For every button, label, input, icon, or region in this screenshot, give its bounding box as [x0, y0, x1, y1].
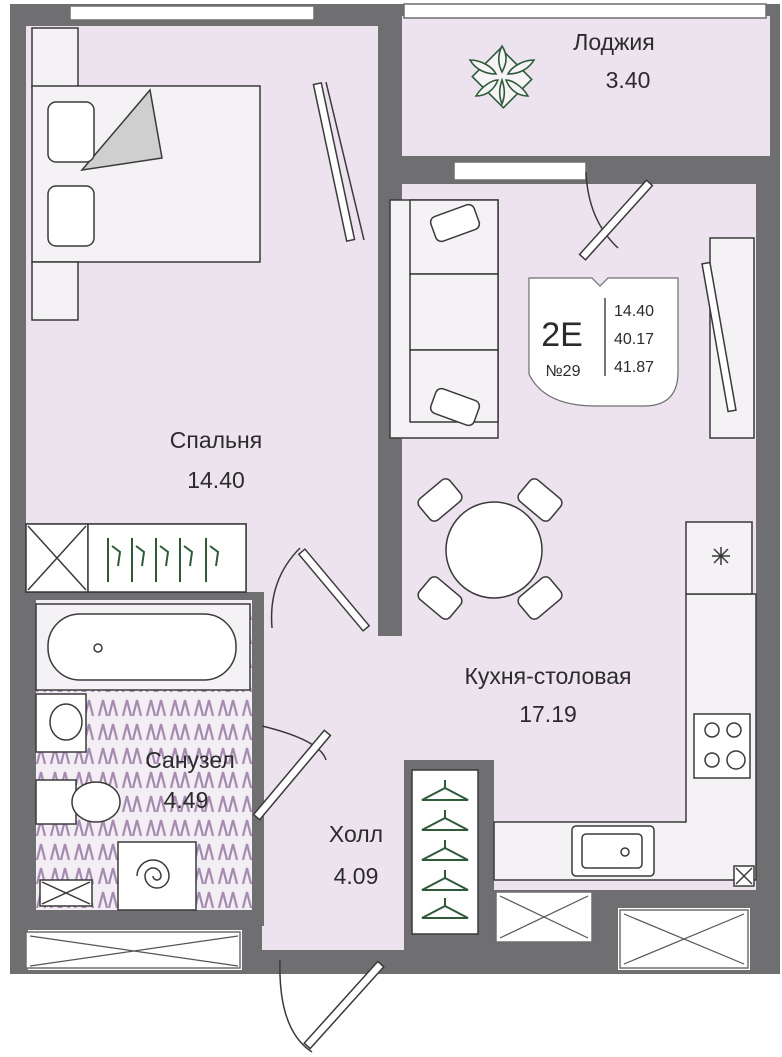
room-labels: Лоджия 3.40 Спальня 14.40 Кухня-столовая… — [145, 29, 655, 889]
hanger-icon — [107, 538, 220, 582]
apartment-badge — [528, 277, 679, 407]
bedroom-balcony-door — [325, 81, 365, 241]
loggia-door-leaf — [578, 179, 654, 261]
bedroom-area: 14.40 — [187, 467, 245, 493]
bed-blanket — [80, 88, 163, 172]
dining-table — [445, 501, 543, 599]
kitchen-area: 17.19 — [519, 701, 577, 727]
plant-icon — [468, 44, 536, 109]
entrance-door-leaf — [303, 960, 385, 1050]
hall-name: Холл — [329, 821, 383, 847]
kitchen-name: Кухня-столовая — [465, 663, 632, 689]
bathroom-name: Санузел — [145, 747, 235, 773]
bathroom-door-arc — [261, 725, 327, 761]
tv-unit — [701, 237, 755, 439]
badge-area-living: 14.40 — [614, 303, 654, 320]
doors — [252, 81, 654, 1053]
loggia-name: Лоджия — [573, 29, 655, 55]
hall-hangers — [421, 780, 469, 919]
badge-number: №29 — [546, 363, 581, 380]
bathroom-door-leaf — [252, 729, 332, 821]
entrance-door-arc — [279, 959, 313, 1053]
badge-area-with-loggia: 41.87 — [614, 359, 654, 376]
badge-area-total: 40.17 — [614, 331, 654, 348]
loggia-floor — [402, 16, 770, 156]
stove-icon — [693, 713, 751, 779]
toilet-icon — [35, 779, 77, 825]
window-cross-lines — [29, 895, 745, 967]
pillow-bottom — [47, 185, 95, 247]
pillow-top — [47, 101, 95, 163]
hall-area: 4.09 — [334, 863, 379, 889]
basin — [35, 693, 87, 753]
bathroom-fixtures — [35, 603, 251, 911]
loggia-area: 3.40 — [606, 67, 651, 93]
kitchen-counter — [493, 521, 757, 887]
bedroom-door-arc — [270, 547, 301, 629]
hall-wardrobe — [411, 769, 479, 935]
sofa — [389, 199, 499, 439]
washing-machine-icon — [117, 841, 197, 911]
badge-texts: 2E №29 14.40 40.17 41.87 — [541, 303, 654, 380]
sink-icon — [571, 825, 655, 877]
bedroom-furniture — [31, 27, 261, 321]
nightstand — [31, 261, 79, 321]
badge-code: 2E — [541, 316, 583, 354]
bathroom-area: 4.49 — [164, 787, 209, 813]
badge-shape — [528, 277, 679, 407]
loggia-door — [585, 171, 619, 249]
hall-floor — [262, 592, 404, 950]
bedroom-wardrobe — [25, 523, 247, 593]
bedroom-name: Спальня — [170, 427, 262, 453]
dining-set — [417, 478, 563, 620]
bedroom-door-leaf — [297, 548, 371, 632]
wardrobe-top — [31, 27, 79, 89]
